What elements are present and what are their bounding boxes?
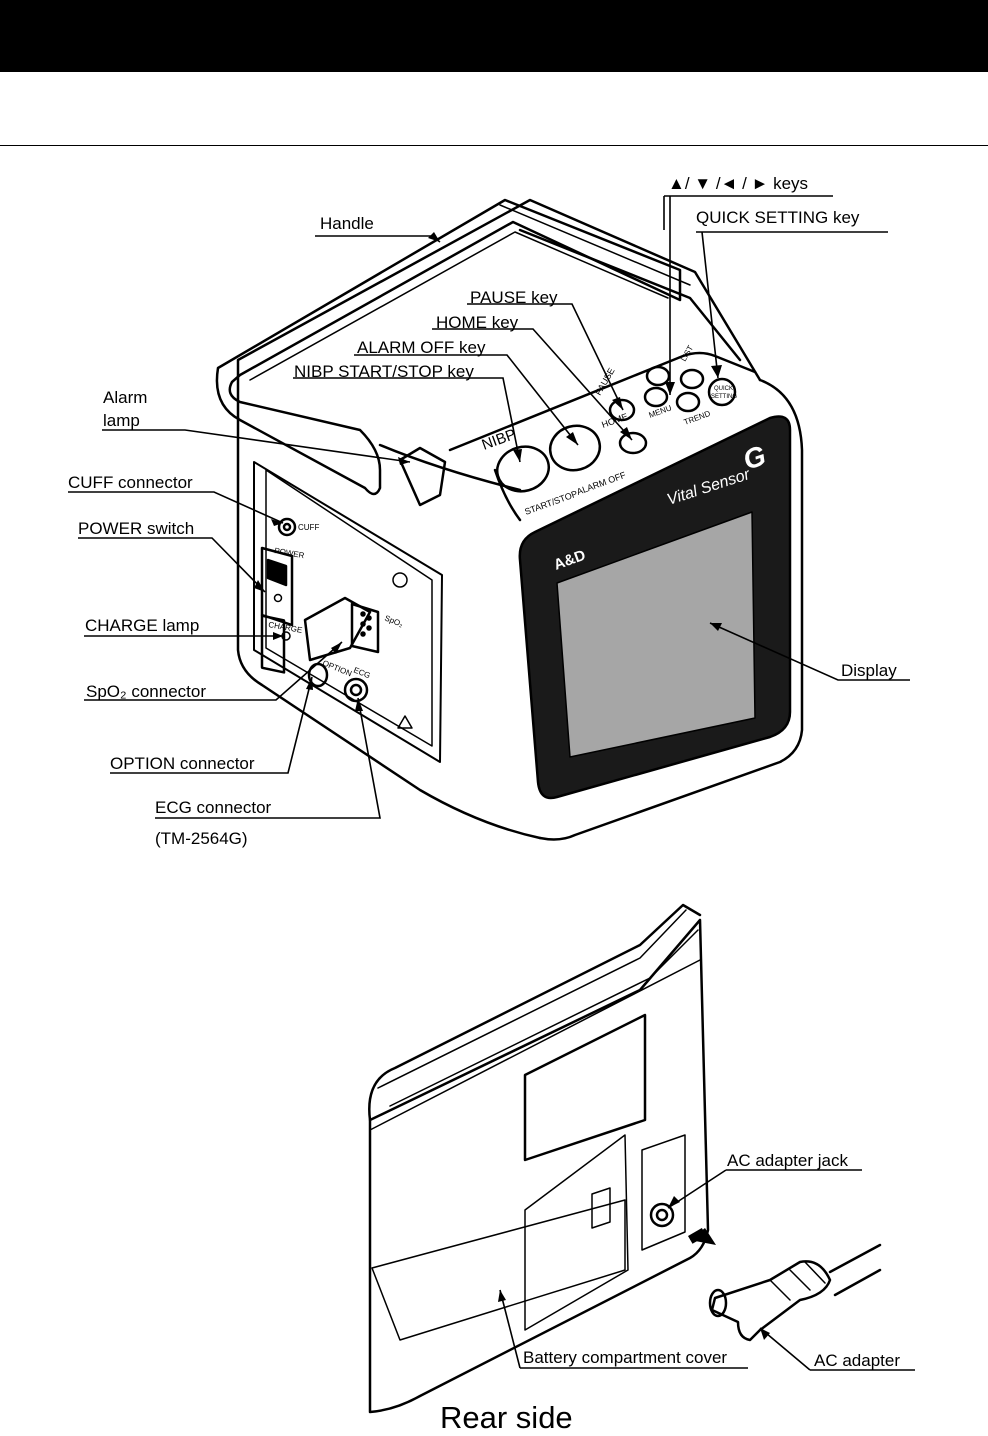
label-handle: Handle: [320, 214, 374, 233]
label-rear-side: Rear side: [440, 1400, 573, 1435]
device-text-quick: QUICK: [714, 386, 733, 392]
device-text-spo2: SpO₂: [383, 614, 404, 630]
label-ac-adapter: AC adapter: [814, 1351, 900, 1370]
label-nibp-start-stop-key: NIBP START/STOP key: [294, 362, 474, 381]
label-alarm-off-key: ALARM OFF key: [357, 338, 486, 357]
label-ecg-model: (TM-2564G): [155, 829, 248, 848]
header-rule: [0, 145, 988, 146]
device-text-home: HOME: [600, 411, 629, 430]
device-text-cuff: CUFF: [298, 523, 319, 532]
label-pause-key: PAUSE key: [470, 288, 558, 307]
label-alarm-lamp-line1: Alarm: [103, 388, 148, 407]
label-display: Display: [841, 661, 897, 680]
device-text-pause: PAUSE: [593, 366, 617, 397]
label-charge-lamp: CHARGE lamp: [85, 616, 200, 635]
device-text-power: POWER: [274, 546, 306, 560]
label-spo2-connector: SpO₂ connector: [86, 682, 206, 701]
device-text-start-stop: START/STOP: [523, 488, 579, 516]
label-cuff-connector: CUFF connector: [68, 473, 193, 492]
label-arrow-keys: ▲/ ▼ /◄ / ► keys: [668, 174, 809, 193]
label-option-connector: OPTION connector: [110, 754, 255, 773]
label-battery-compartment-cover: Battery compartment cover: [523, 1348, 728, 1367]
header-bar: [0, 0, 988, 72]
label-ac-adapter-jack: AC adapter jack: [727, 1151, 848, 1170]
label-home-key: HOME key: [436, 313, 519, 332]
label-quick-setting-key: QUICK SETTING key: [696, 208, 860, 227]
label-alarm-lamp-line2: lamp: [103, 411, 140, 430]
label-ecg-connector: ECG connector: [155, 798, 272, 817]
label-power-switch: POWER switch: [78, 519, 195, 538]
device-text-setting: SETTING: [711, 394, 737, 400]
